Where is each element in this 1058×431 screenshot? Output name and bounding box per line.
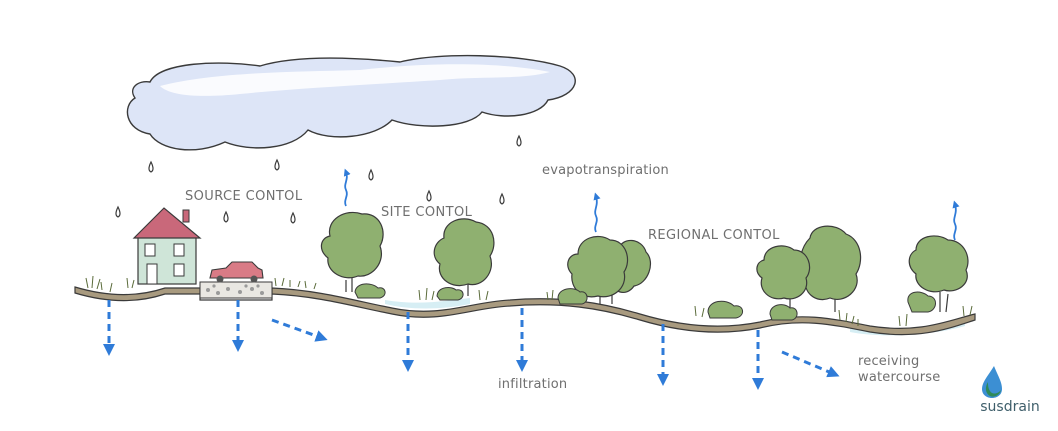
flow-arrow [781, 350, 840, 378]
trees [320, 211, 969, 313]
regional-control-label: REGIONAL CONTOL [648, 228, 780, 243]
raindrop [426, 189, 432, 202]
raindrop [223, 210, 229, 223]
house [132, 207, 202, 285]
evaporation-arrows [343, 168, 960, 241]
tree [320, 211, 384, 292]
evaporation-arrow [952, 200, 960, 241]
tree [908, 235, 969, 313]
raindrop [499, 192, 505, 205]
grass [85, 275, 973, 327]
shrubs [354, 283, 936, 321]
raindrop [290, 211, 296, 224]
ground [74, 281, 976, 336]
receiving-watercourse-label: receiving watercourse [858, 354, 941, 385]
permeable-paving [199, 281, 273, 299]
raindrop [274, 158, 280, 171]
tree [567, 235, 651, 304]
infiltration-arrows [103, 300, 840, 390]
car [209, 261, 264, 283]
raindrop [148, 160, 154, 173]
tree [756, 225, 862, 312]
raindrops [115, 134, 522, 224]
infiltration-label: infiltration [498, 377, 568, 392]
raindrop [368, 168, 374, 181]
logo-text: susdrain [980, 399, 1040, 415]
evapotranspiration-label: evapotranspiration [542, 163, 669, 178]
tree [433, 218, 495, 296]
cloud [126, 54, 576, 151]
source-control-label: SOURCE CONTOL [185, 189, 303, 204]
evaporation-arrow [593, 192, 601, 233]
flow-arrow [271, 318, 328, 342]
raindrop [516, 134, 522, 147]
water-drop-icon [982, 366, 1002, 398]
site-control-label: SITE CONTOL [381, 205, 473, 220]
susdrain-logo: susdrain [974, 364, 1050, 420]
evaporation-arrow [343, 168, 351, 207]
raindrop [115, 205, 121, 218]
